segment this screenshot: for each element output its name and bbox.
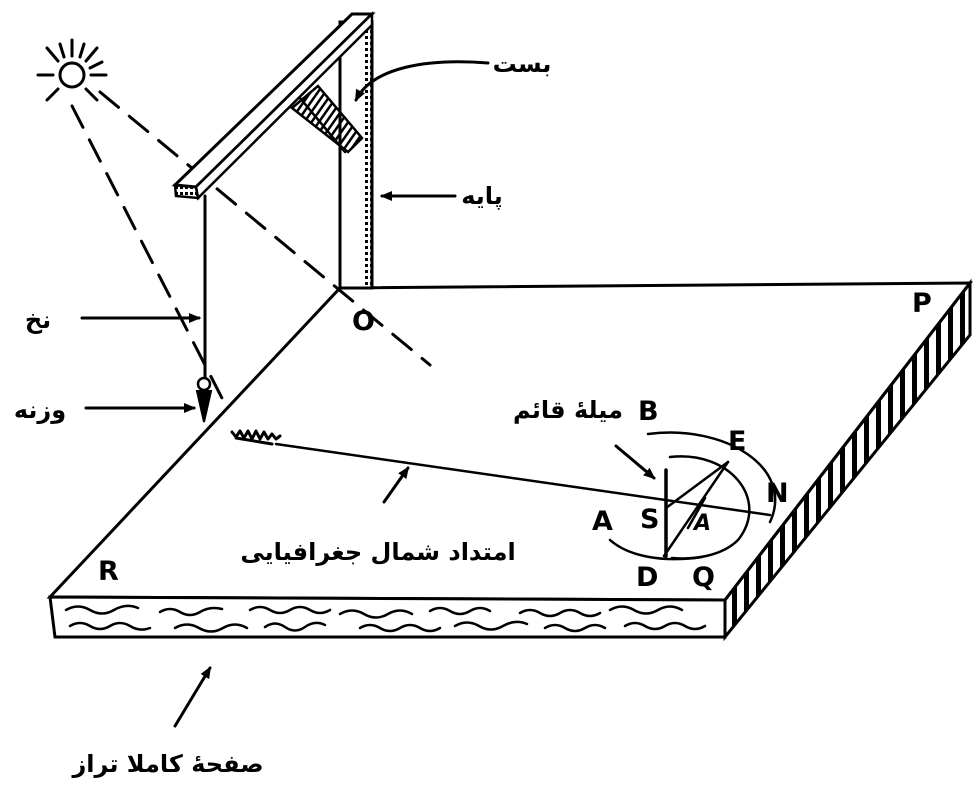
inner-arc bbox=[668, 455, 751, 560]
level-board bbox=[46, 278, 974, 642]
point-Q: Q bbox=[692, 562, 715, 593]
point-N: N bbox=[766, 478, 789, 509]
weight-shadow bbox=[230, 429, 282, 446]
point-D: D bbox=[636, 562, 658, 593]
bracket-brace bbox=[290, 84, 364, 154]
beam-end bbox=[173, 183, 200, 200]
post-label: پایه bbox=[461, 182, 503, 210]
sun-icon bbox=[36, 38, 108, 102]
point-E: E bbox=[728, 426, 746, 457]
post bbox=[338, 20, 374, 290]
board-front-face bbox=[48, 595, 727, 639]
north-line bbox=[274, 442, 772, 517]
plumb-weight bbox=[195, 376, 213, 423]
bracket bbox=[290, 84, 364, 154]
weight-label: وزنه bbox=[14, 396, 66, 424]
construction-arcs bbox=[608, 431, 777, 561]
point-S: S bbox=[640, 504, 659, 535]
post-hatched-edge bbox=[363, 22, 372, 288]
bracket-arrow bbox=[354, 60, 490, 102]
line-inner bbox=[686, 496, 707, 530]
point-O: O bbox=[352, 306, 375, 337]
point-R: R bbox=[98, 556, 119, 587]
label-arrows bbox=[80, 60, 656, 728]
outer-arc bbox=[646, 431, 777, 524]
line-S-E bbox=[664, 460, 730, 510]
sun-ray-to-weight bbox=[70, 104, 226, 404]
rod-arrow bbox=[614, 444, 656, 480]
point-inner: A bbox=[692, 511, 711, 536]
board-arrow bbox=[173, 666, 212, 728]
north-direction-label: امتداد شمال جغرافیایی bbox=[240, 538, 515, 566]
thread-label: نخ bbox=[25, 306, 51, 334]
line-D-E bbox=[662, 460, 730, 558]
beam bbox=[171, 11, 376, 201]
point-A: A bbox=[592, 506, 613, 537]
point-B: B bbox=[638, 396, 659, 427]
vertical-rod-label: میلهٔ قائم bbox=[513, 396, 623, 424]
bracket-label: بست bbox=[493, 50, 552, 78]
north-arrow bbox=[382, 466, 410, 504]
level-board-label: صفحهٔ کاملا تراز bbox=[71, 750, 263, 778]
point-P: P bbox=[912, 288, 932, 319]
wood-grain bbox=[64, 604, 707, 633]
sun-ray-to-post bbox=[98, 90, 432, 367]
